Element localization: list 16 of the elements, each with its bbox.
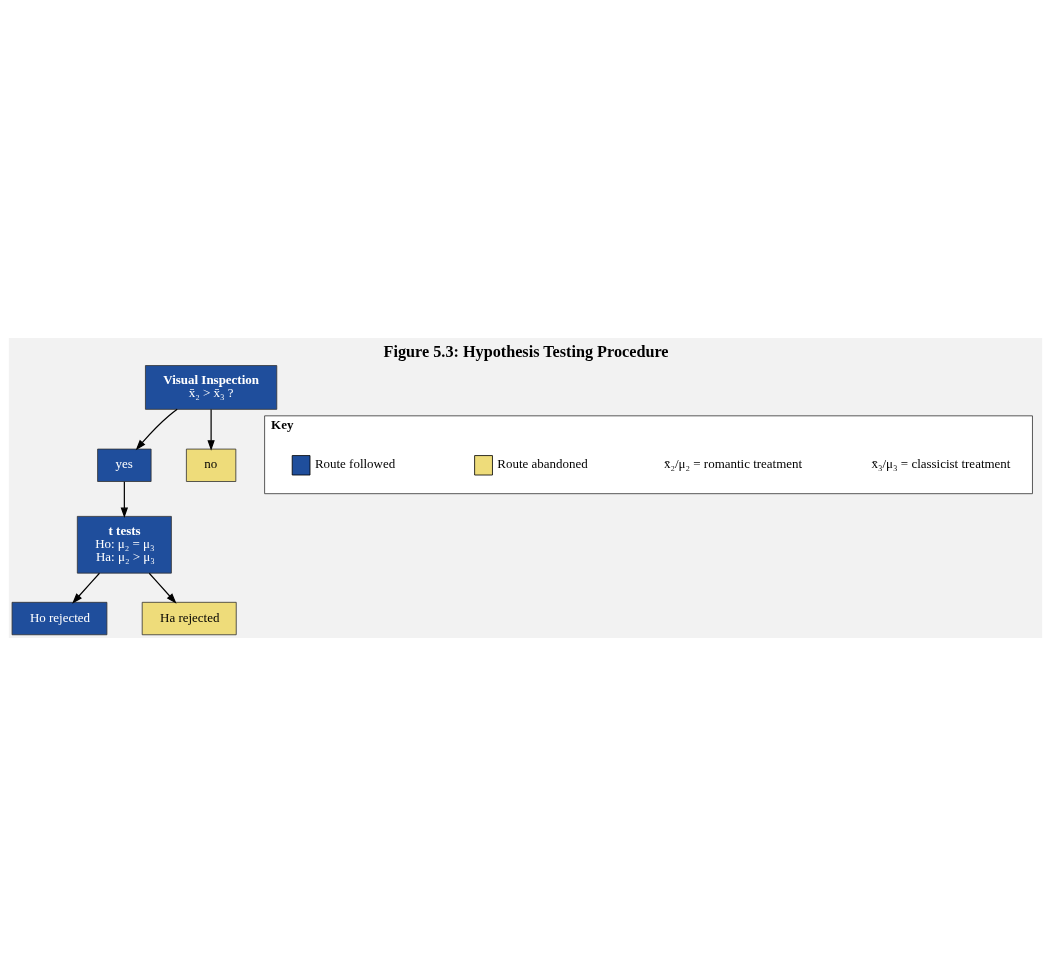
- diagram-title: Figure 5.3: Hypothesis Testing Procedure: [383, 342, 669, 361]
- node-box: Visual Inspection x̄₂ > x̄₃ ?: [145, 365, 278, 410]
- arrow: [148, 572, 177, 604]
- label: x̄₃/μ₃ = classicist treatment: [871, 456, 1011, 472]
- arrow: [135, 408, 178, 451]
- arrow: [72, 572, 101, 604]
- label: x̄₂/μ₂ = romantic treatment: [663, 456, 803, 472]
- arrow: [207, 408, 215, 451]
- node-box: t tests Ho: μ₂ = μ₃ Ha: μ₂ > μ₃: [76, 515, 172, 574]
- node-box: Ha rejected: [141, 601, 237, 636]
- arrow: [120, 481, 129, 519]
- node-box: Ho rejected: [11, 601, 108, 636]
- legend-label: Route followed: [314, 456, 396, 472]
- node-box: no: [185, 448, 237, 482]
- legend-label: Route abandoned: [497, 456, 588, 472]
- node-box: yes: [97, 448, 152, 482]
